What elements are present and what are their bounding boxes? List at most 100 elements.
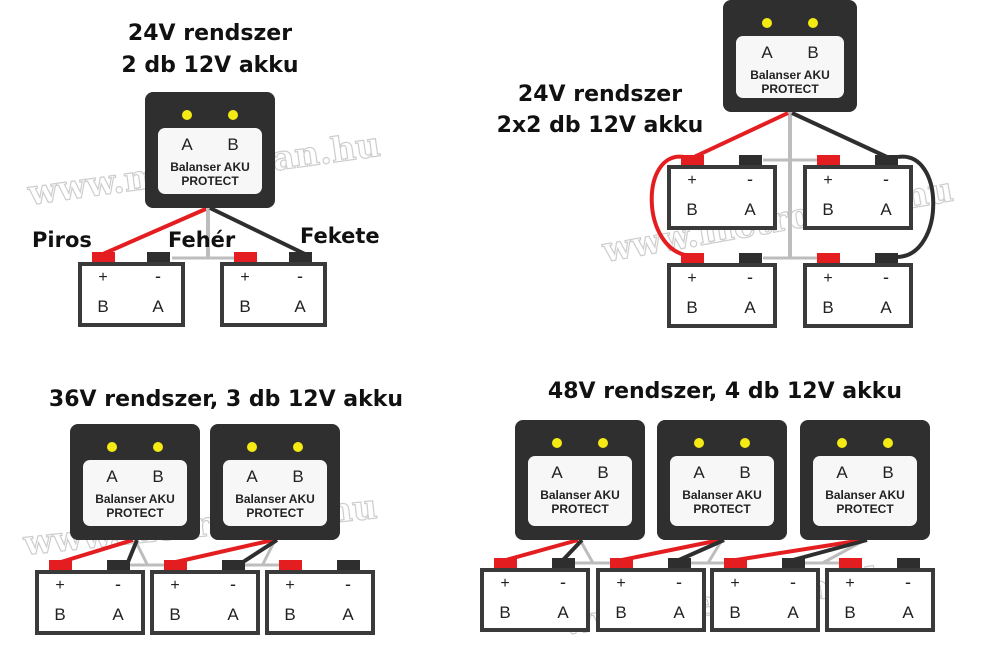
battery-body [265, 570, 375, 635]
led-b-icon [153, 442, 163, 452]
minus-sign: - [230, 574, 236, 594]
positive-terminal [49, 560, 72, 570]
module-name-line1: Balanser AKU [825, 488, 905, 502]
label-white-wire: Fehér [168, 228, 236, 252]
plus-sign: + [170, 577, 179, 594]
module-label-plate [223, 460, 327, 526]
black-wire [241, 538, 279, 564]
module-name-line1: Balanser AKU [682, 488, 762, 502]
positive-terminal [681, 253, 704, 263]
battery-body [78, 262, 185, 327]
battery-label-b: B [615, 603, 626, 622]
led-b-icon [808, 18, 818, 28]
negative-terminal [337, 560, 360, 570]
plus-sign: + [823, 172, 832, 189]
led-a-icon [694, 438, 704, 448]
plus-sign: + [616, 575, 625, 592]
battery-label-b: B [239, 297, 250, 316]
red-wire [693, 111, 789, 159]
battery-body [803, 263, 913, 328]
module-name-line2: PROTECT [246, 506, 304, 520]
module-name-line1: Balanser AKU [235, 492, 315, 506]
battery-label-b: B [686, 298, 697, 317]
module-name-line2: PROTECT [106, 506, 164, 520]
titles: 24V rendszer 2 db 12V akku Piros Fehér F… [32, 21, 902, 412]
positive-terminal [234, 252, 257, 262]
battery-label-a: A [294, 297, 306, 316]
battery-body [35, 570, 145, 635]
led-a-icon [837, 438, 847, 448]
battery-label-a: A [880, 200, 892, 219]
module-terminal-a-label: A [551, 463, 563, 482]
led-a-icon [107, 442, 117, 452]
module-terminal-a-label: A [761, 43, 773, 62]
module-name-line2: PROTECT [693, 502, 751, 516]
negative-terminal [668, 558, 691, 568]
positive-terminal [681, 155, 704, 165]
led-b-icon [228, 110, 238, 120]
led-a-icon [247, 442, 257, 452]
battery-label-a: A [902, 603, 914, 622]
battery-label-b: B [169, 605, 180, 624]
minus-sign: - [297, 266, 303, 286]
red-wire [621, 538, 721, 562]
module-terminal-b-label: B [227, 135, 238, 154]
module-terminal-b-label: B [739, 463, 750, 482]
red-jumper-wire [649, 154, 691, 258]
minus-sign: - [790, 572, 796, 592]
module-terminal-b-label: B [882, 463, 893, 482]
battery-label-b: B [822, 200, 833, 219]
module-name-line1: Balanser AKU [750, 68, 830, 82]
led-a-icon [182, 110, 192, 120]
battery-body [220, 262, 327, 327]
red-wire [735, 538, 864, 562]
battery-body [825, 568, 935, 632]
plus-sign: + [55, 577, 64, 594]
module-terminal-a-label: A [246, 467, 258, 486]
minus-sign: - [883, 267, 889, 287]
minus-sign: - [560, 572, 566, 592]
module-terminal-b-label: B [152, 467, 163, 486]
white-wire [578, 539, 595, 564]
negative-terminal [875, 253, 898, 263]
red-wire [175, 538, 274, 564]
panel1-title-line2: 2 db 12V akku [121, 53, 298, 78]
module-terminal-a-label: A [693, 463, 705, 482]
battery-body [710, 568, 820, 632]
module-terminal-a-label: A [181, 135, 193, 154]
negative-terminal [107, 560, 130, 570]
battery-body [480, 568, 590, 632]
module-name-line2: PROTECT [761, 82, 819, 96]
battery-label-b: B [284, 605, 295, 624]
minus-sign: - [115, 574, 121, 594]
black-wire [561, 538, 584, 562]
panel4-title: 48V rendszer, 4 db 12V akku [548, 379, 902, 404]
negative-terminal [782, 558, 805, 568]
battery-body [667, 165, 777, 230]
led-b-icon [598, 438, 608, 448]
negative-terminal [222, 560, 245, 570]
led-b-icon [740, 438, 750, 448]
minus-sign: - [676, 572, 682, 592]
battery-label-a: A [557, 603, 569, 622]
positive-terminal [279, 560, 302, 570]
module-terminal-b-label: B [597, 463, 608, 482]
negative-terminal [289, 252, 312, 262]
